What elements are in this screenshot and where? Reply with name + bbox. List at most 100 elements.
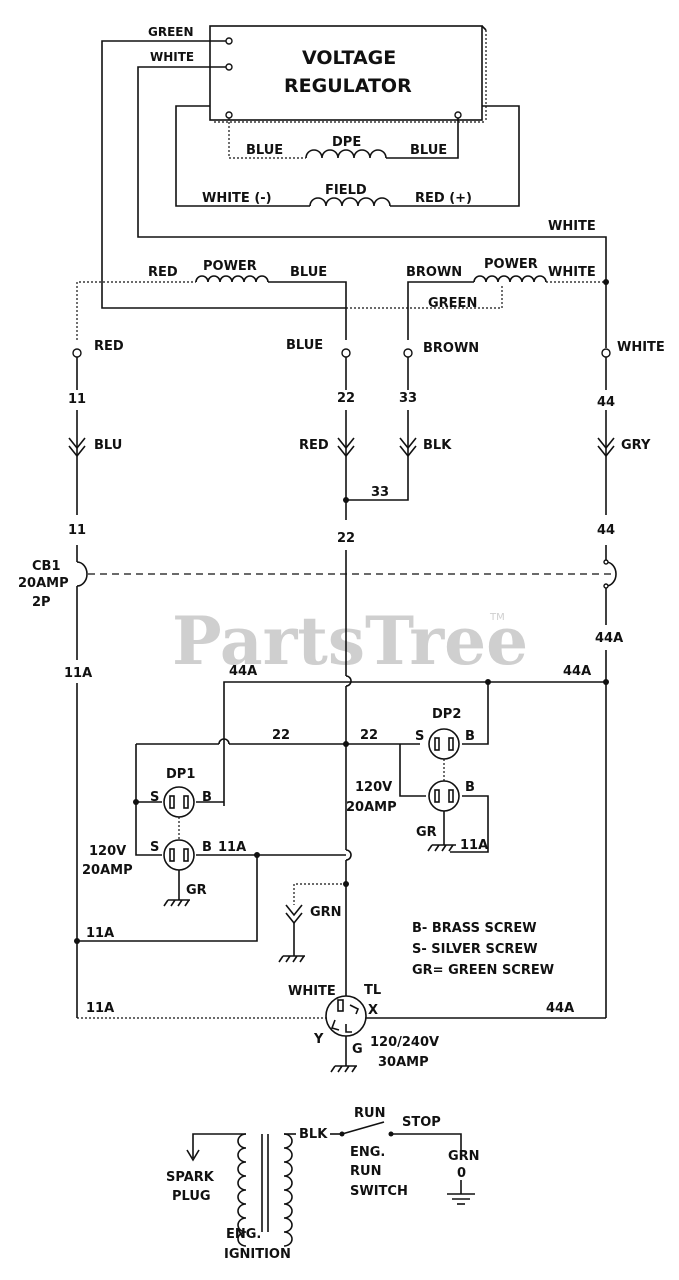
label-power-white: WHITE bbox=[548, 265, 596, 280]
label-dp1-s-top: S bbox=[150, 790, 159, 805]
label-cb1: CB1 bbox=[32, 559, 61, 574]
watermark-tm: TM bbox=[489, 612, 505, 623]
label-blu: BLU bbox=[94, 438, 122, 453]
label-switch-3: SWITCH bbox=[350, 1184, 408, 1199]
label-green-reg: GREEN bbox=[148, 25, 194, 39]
label-33-top: 33 bbox=[399, 391, 417, 406]
label-11a-dp2: 11A bbox=[460, 838, 488, 853]
label-white-reg: WHITE bbox=[150, 50, 194, 64]
label-33-mid: 33 bbox=[371, 485, 389, 500]
label-ign-grn: GRN bbox=[448, 1149, 480, 1164]
dpe-winding bbox=[305, 149, 387, 159]
label-dp1-b-top: B bbox=[202, 790, 212, 805]
label-dp1: DP1 bbox=[166, 767, 195, 782]
power-winding-left bbox=[195, 275, 269, 283]
terminal-brown bbox=[403, 348, 413, 358]
label-11-mid: 11 bbox=[68, 523, 86, 538]
label-11a-left: 11A bbox=[86, 926, 114, 941]
label-ignition: IGNITION bbox=[224, 1247, 291, 1262]
legend-green: GR= GREEN SCREW bbox=[412, 963, 554, 978]
dp2-receptacle bbox=[427, 728, 460, 852]
label-11a-cb: 11A bbox=[64, 666, 92, 681]
screw-legend: B- BRASS SCREW S- SILVER SCREW GR= GREEN… bbox=[412, 921, 554, 978]
label-ign-zero: 0 bbox=[457, 1166, 466, 1181]
label-spark: SPARK bbox=[166, 1170, 215, 1185]
label-tl-white: WHITE bbox=[288, 984, 336, 999]
label-dp1-gr: GR bbox=[186, 883, 207, 898]
label-stop: STOP bbox=[402, 1115, 441, 1130]
legend-brass: B- BRASS SCREW bbox=[412, 921, 537, 936]
label-dp2-b-bot: B bbox=[465, 780, 475, 795]
dp1-receptacle bbox=[163, 786, 195, 907]
label-cb1-rating: 20AMP bbox=[18, 576, 69, 591]
label-terminal-white: WHITE bbox=[617, 340, 665, 355]
label-22-mid: 22 bbox=[337, 531, 355, 546]
label-red-conn: RED bbox=[299, 438, 329, 453]
label-11a-bottom: 11A bbox=[86, 1001, 114, 1016]
label-cb1-poles: 2P bbox=[32, 595, 51, 610]
ignition-circuit bbox=[186, 1121, 475, 1247]
regulator-title-2: REGULATOR bbox=[284, 75, 412, 97]
legend-silver: S- SILVER SCREW bbox=[412, 942, 538, 957]
label-dp1-amp: 20AMP bbox=[82, 863, 133, 878]
label-tl-g: G bbox=[352, 1042, 363, 1057]
label-tl: TL bbox=[364, 983, 381, 998]
label-dp2-amp: 20AMP bbox=[346, 800, 397, 815]
label-dp2: DP2 bbox=[432, 707, 461, 722]
label-22-top: 22 bbox=[337, 391, 355, 406]
label-11a-dp1: 11A bbox=[218, 840, 246, 855]
label-dpe-blue-left: BLUE bbox=[246, 143, 283, 158]
label-dp1-volt: 120V bbox=[89, 844, 126, 859]
label-switch-1: ENG. bbox=[350, 1145, 385, 1160]
label-terminal-brown: BROWN bbox=[423, 341, 479, 356]
label-44a-bottom: 44A bbox=[546, 1001, 574, 1016]
label-power-brown: BROWN bbox=[406, 265, 462, 280]
label-22-bus-right: 22 bbox=[360, 728, 378, 743]
label-dp2-volt: 120V bbox=[355, 780, 392, 795]
label-power-green: GREEN bbox=[428, 296, 477, 311]
label-dp1-b-bot: B bbox=[202, 840, 212, 855]
label-tl-volt: 120/240V bbox=[370, 1035, 439, 1050]
label-ign-blk: BLK bbox=[299, 1127, 328, 1142]
label-eng: ENG. bbox=[226, 1227, 261, 1242]
label-run: RUN bbox=[354, 1106, 385, 1121]
field-winding bbox=[309, 197, 391, 207]
label-power-red: RED bbox=[148, 265, 178, 280]
label-dpe-blue-right: BLUE bbox=[410, 143, 447, 158]
label-switch-2: RUN bbox=[350, 1164, 381, 1179]
terminal-white bbox=[601, 348, 611, 358]
label-field-red: RED (+) bbox=[415, 191, 472, 206]
label-field: FIELD bbox=[325, 183, 367, 198]
label-dp2-b-top: B bbox=[465, 729, 475, 744]
label-11-top: 11 bbox=[68, 392, 86, 407]
label-plug: PLUG bbox=[172, 1189, 211, 1204]
label-terminal-red: RED bbox=[94, 339, 124, 354]
label-44a-cb: 44A bbox=[595, 631, 623, 646]
regulator-title-1: VOLTAGE bbox=[302, 47, 396, 69]
label-power-blue: BLUE bbox=[290, 265, 327, 280]
label-terminal-blue: BLUE bbox=[286, 338, 323, 353]
circuit-breaker bbox=[76, 545, 617, 660]
label-grn: GRN bbox=[310, 905, 342, 920]
label-dpe: DPE bbox=[332, 135, 361, 150]
label-dp2-s-top: S bbox=[415, 729, 424, 744]
label-44-mid: 44 bbox=[597, 523, 615, 538]
power-winding-right bbox=[473, 275, 547, 283]
label-44a-right: 44A bbox=[563, 664, 591, 679]
label-blk-conn: BLK bbox=[423, 438, 452, 453]
watermark: PartsTree bbox=[172, 602, 528, 680]
label-44-top: 44 bbox=[597, 395, 615, 410]
label-white-top: WHITE bbox=[548, 219, 596, 234]
label-44a-left: 44A bbox=[229, 664, 257, 679]
label-power-right: POWER bbox=[484, 257, 538, 272]
label-tl-y: Y bbox=[313, 1032, 324, 1047]
label-22-bus-left: 22 bbox=[272, 728, 290, 743]
label-gry: GRY bbox=[621, 438, 651, 453]
label-field-white: WHITE (-) bbox=[202, 191, 272, 206]
twistlock-receptacle bbox=[325, 995, 367, 1073]
label-dp1-s-bot: S bbox=[150, 840, 159, 855]
label-dp2-gr: GR bbox=[416, 825, 437, 840]
voltage-regulator: VOLTAGE REGULATOR bbox=[209, 25, 487, 123]
terminal-red bbox=[72, 348, 82, 358]
